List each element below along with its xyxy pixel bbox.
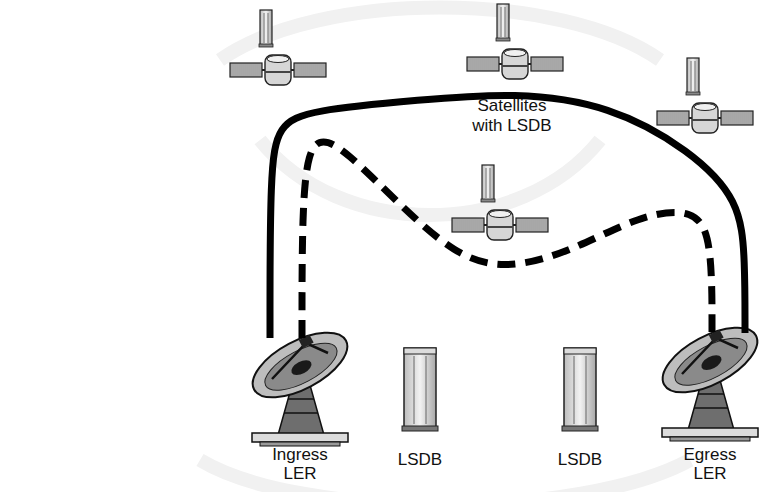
solid-path: [270, 95, 745, 338]
watermark: [200, 460, 690, 492]
ground-station: Egress LER: [655, 333, 765, 488]
server-icon: [562, 348, 598, 431]
server-icon: [562, 348, 598, 431]
station-label: Egress LER: [674, 445, 746, 484]
dish-antenna: [243, 319, 357, 446]
satellite: [657, 58, 753, 133]
watermark: [220, 8, 660, 61]
dashed-path: [302, 142, 712, 338]
dish-antenna: [653, 314, 767, 441]
ground-station: Ingress LER: [245, 338, 355, 488]
watermark: [260, 140, 600, 215]
satellite: [230, 10, 326, 85]
satellite: [657, 58, 753, 133]
satellite: [467, 4, 563, 79]
server-label: LSDB: [385, 450, 455, 470]
group-label: Satellites with LSDB: [464, 96, 560, 135]
server-label: LSDB: [545, 450, 615, 470]
server-icon: [402, 348, 438, 431]
dish-antenna: [653, 314, 767, 441]
satellite: [452, 165, 548, 240]
satellite: [230, 10, 326, 85]
satellite: [467, 4, 563, 79]
satellite: [452, 165, 548, 240]
station-label: Ingress LER: [264, 445, 336, 484]
dish-antenna: [243, 319, 357, 446]
server-icon: [402, 348, 438, 431]
